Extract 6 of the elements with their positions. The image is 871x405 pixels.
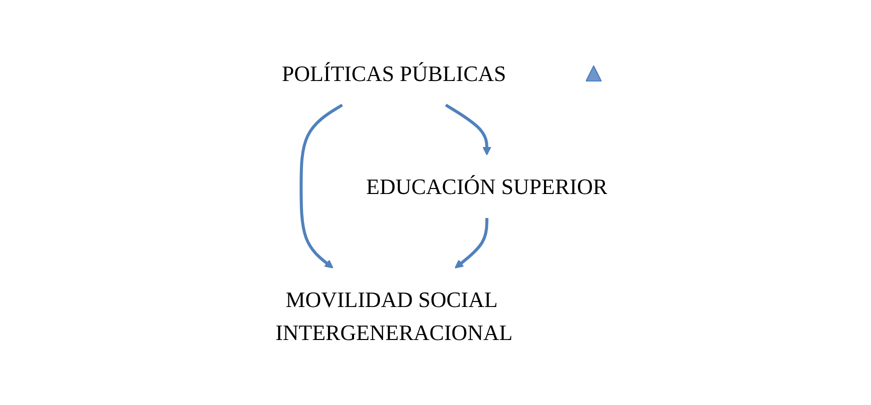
node-text: EDUCACIÓN SUPERIOR — [366, 173, 608, 198]
arrow — [444, 103, 491, 155]
node-text: POLÍTICAS PÚBLICAS — [282, 60, 506, 86]
arrow — [454, 218, 488, 268]
node-text: MOVILIDAD SOCIAL INTERGENERACIONAL — [275, 286, 512, 344]
arrow — [299, 103, 343, 268]
